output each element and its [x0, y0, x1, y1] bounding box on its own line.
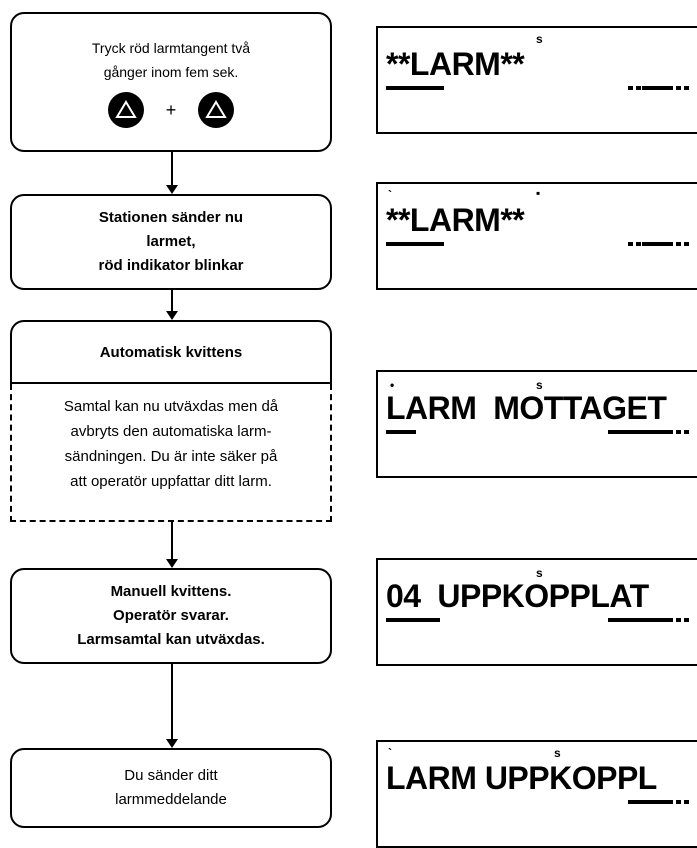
display-marker: s	[536, 32, 543, 46]
display-panel: • s LARM MOTTAGET	[376, 370, 697, 478]
display-cursor	[386, 242, 444, 246]
display-marker: s	[536, 378, 543, 392]
step-automatic-ack: Automatisk kvittens Samtal kan nu utväxd…	[10, 320, 332, 522]
display-progress	[628, 800, 690, 804]
display-indicator-left: `	[388, 188, 392, 202]
display-text: 04 UPPKOPPLAT	[386, 578, 649, 614]
display-marker: ▪	[536, 186, 541, 200]
alarm-keys-row: +	[107, 92, 235, 128]
step-2-text: Stationen sänder nu larmet, röd indikato…	[98, 209, 244, 274]
step-1-text: Tryck röd larmtangent två gånger inom fe…	[91, 40, 251, 80]
plus-sign: +	[165, 100, 177, 120]
alarm-triangle-icon	[198, 92, 235, 128]
alarm-triangle-icon	[107, 92, 144, 128]
step-3-title: Automatisk kvittens	[10, 320, 332, 384]
step-send-message: Du sänder ditt larmmeddelande	[10, 748, 332, 828]
display-progress	[628, 618, 690, 622]
flow-arrow	[166, 152, 178, 194]
display-progress	[628, 86, 690, 90]
flow-arrow	[166, 522, 178, 568]
display-panel: ` ▪ **LARM**	[376, 182, 697, 290]
step-3-note: Samtal kan nu utväxdas men då avbryts de…	[10, 384, 332, 522]
display-indicator-left: •	[390, 378, 395, 392]
step-4-text: Manuell kvittens. Operatör svarar. Larms…	[77, 583, 265, 648]
display-cursor	[386, 618, 440, 622]
display-panel: s 04 UPPKOPPLAT	[376, 558, 697, 666]
display-text: LARM MOTTAGET	[386, 390, 667, 426]
display-text: **LARM**	[386, 202, 525, 238]
display-text: LARM UPPKOPPL	[386, 760, 657, 796]
display-panel: s **LARM**	[376, 26, 697, 134]
display-progress	[628, 430, 690, 434]
flow-arrow	[166, 290, 178, 320]
display-marker: s	[554, 746, 561, 760]
display-cursor	[386, 86, 444, 90]
step-press-alarm-key: Tryck röd larmtangent två gånger inom fe…	[10, 12, 332, 152]
flow-arrow	[166, 664, 178, 748]
display-text: **LARM**	[386, 46, 525, 82]
display-progress	[628, 242, 690, 246]
display-marker: s	[536, 566, 543, 580]
display-panel: ` s LARM UPPKOPPL	[376, 740, 697, 848]
display-cursor	[386, 430, 416, 434]
display-indicator-left: `	[388, 746, 392, 760]
step-manual-ack: Manuell kvittens. Operatör svarar. Larms…	[10, 568, 332, 664]
step-station-sending: Stationen sänder nu larmet, röd indikato…	[10, 194, 332, 290]
step-5-text: Du sänder ditt larmmeddelande	[115, 767, 227, 808]
